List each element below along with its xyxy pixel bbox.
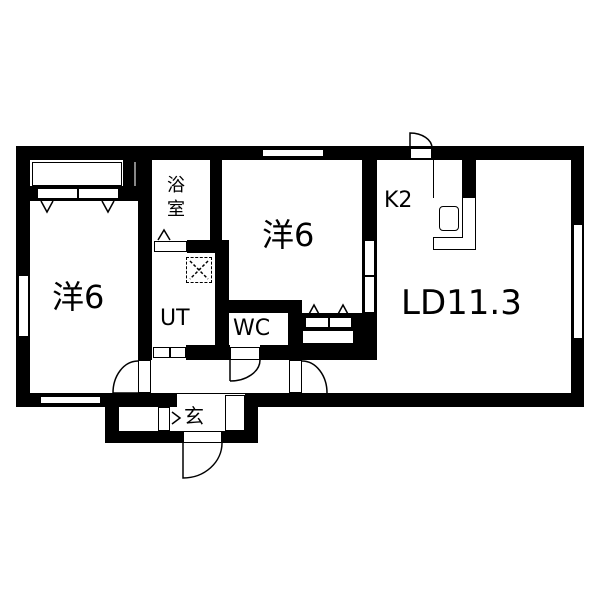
room-label-living-dining: LD11.3 [401,283,522,323]
room-label-kitchen: K2 [384,188,413,213]
center-closet-door-2 [329,317,352,328]
wc-wall-top [229,300,302,313]
partition-left-bath [138,160,152,360]
partition-ut-right [215,240,229,360]
entrance-closet [225,395,245,431]
door-swing-icon [112,360,139,394]
wc-door [230,347,260,360]
entrance-wall-bottom [105,431,183,443]
bath-door-arrow-icon [157,228,171,241]
room-label-western-left: 洋6 [52,278,105,316]
bath-door [154,241,187,252]
window-top-center [262,149,324,157]
partition-ut-bottom [186,345,230,360]
room-label-utility: UT [160,306,190,331]
washer-pan [186,257,212,283]
room-label-western-center: 洋6 [262,216,315,254]
room-label-toilet: WC [233,316,271,341]
wc-wall-right [288,300,302,360]
left-room-door-frame [138,360,151,393]
entrance-door-frame [183,431,222,443]
wc-wall-bottom [260,345,288,360]
entrance-door-swing-icon [182,442,223,479]
center-closet-door-1 [305,317,329,328]
entrance-arrow-icon [171,411,182,425]
kitchen-sink [439,206,459,231]
ut-door-2 [170,347,186,358]
kitchen-door-frame [410,148,432,159]
entrance-wall-top [105,393,177,407]
door-swing-icon [229,359,261,382]
room-label-entrance: 玄 [184,404,204,428]
shoe-box [158,407,170,431]
room-label-bathroom-2: 室 [167,199,185,220]
closet-shelf-left [32,162,122,186]
window-bottom-left [40,396,101,404]
door-swing-icon [301,360,328,394]
entrance-wall-left [105,393,119,443]
window-left [18,275,29,337]
window-center-ld-1 [364,240,375,276]
closet-arrow-icon [101,200,115,214]
kitchen-pillar-top [462,160,476,198]
entrance-wall-right [245,393,258,443]
partition-bath-center [210,160,222,242]
outer-wall-bottom-right [245,393,584,407]
center-closet-shelf [302,330,354,344]
ld-door-frame [289,360,302,393]
entrance-wall-bottom-r [222,431,258,443]
closet-door-left-1 [37,188,78,199]
window-right [573,224,583,339]
ut-door-1 [153,347,170,358]
closet-divider [134,162,136,186]
closet-arrow-icon [40,200,54,214]
window-center-ld-2 [364,276,375,313]
room-label-bathroom-1: 浴 [167,175,185,196]
closet-door-left-2 [78,188,119,199]
